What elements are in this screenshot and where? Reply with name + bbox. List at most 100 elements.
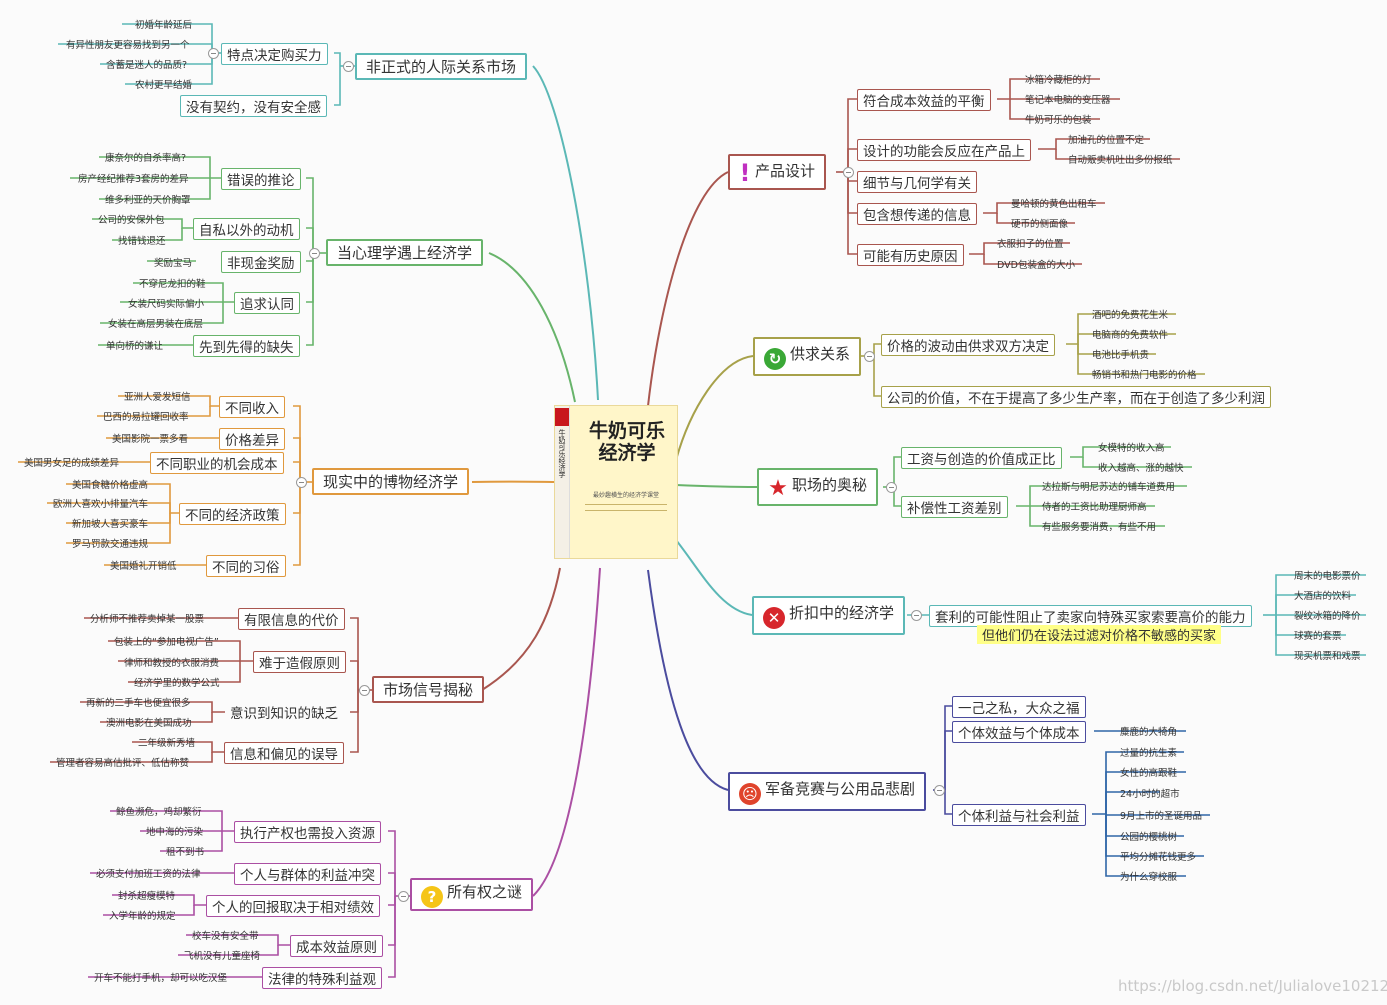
- subtopic[interactable]: 法律的特殊利益观: [262, 967, 382, 989]
- collapse-toggle[interactable]: [911, 610, 922, 621]
- subtopic[interactable]: 没有契约，没有安全感: [180, 95, 327, 117]
- leaf: 周末的电影票价: [1294, 571, 1361, 582]
- collapse-toggle[interactable]: [343, 61, 354, 72]
- subtopic[interactable]: 设计的功能会反应在产品上: [857, 139, 1031, 161]
- subtopic[interactable]: 个人与群体的利益冲突: [234, 863, 381, 885]
- leaf: 球赛的套票: [1294, 631, 1342, 642]
- leaf: 不穿尼龙扣的鞋: [139, 279, 206, 290]
- subtopic[interactable]: 公司的价值，不在于提高了多少生产率，而在于创造了多少利润: [881, 386, 1271, 408]
- subtopic[interactable]: 成本效益原则: [290, 935, 383, 957]
- subtopic[interactable]: 不同的习俗: [206, 555, 286, 577]
- leaf: 含蓄是迷人的品质?: [106, 60, 188, 71]
- leaf: 房产经纪推荐3套房的差异: [78, 174, 189, 185]
- leaf: 欧洲人喜欢小排量汽车: [53, 499, 149, 510]
- central-book-cover: 牛奶可乐经济学 牛奶可乐经济学 最妙趣横生的经济学课堂: [554, 405, 678, 559]
- leaf: 大酒店的饮料: [1294, 591, 1352, 602]
- leaf: 美国食糖价格虚高: [72, 480, 149, 491]
- subtopic[interactable]: 错误的推论: [221, 168, 301, 190]
- subtopic[interactable]: 个体效益与个体成本: [952, 721, 1086, 743]
- watermark: https://blog.csdn.net/Julialove102123: [1118, 977, 1387, 995]
- divider: [585, 510, 667, 511]
- leaf: 校车没有安全带: [192, 931, 259, 942]
- subtopic[interactable]: 一己之私，大众之福: [952, 696, 1086, 718]
- collapse-toggle[interactable]: [359, 685, 370, 696]
- subtopic[interactable]: 可能有历史原因: [857, 244, 964, 266]
- subtopic[interactable]: 工资与创造的价值成正比: [901, 447, 1062, 469]
- leaf: 麋鹿的大犄角: [1120, 727, 1178, 738]
- subtopic[interactable]: 执行产权也需投入资源: [234, 821, 381, 843]
- leaf: 飞机没有儿童座椅: [184, 951, 261, 962]
- subtopic[interactable]: 难于造假原则: [253, 651, 346, 673]
- leaf: 康奈尔的自杀率高?: [105, 153, 187, 164]
- topic-product[interactable]: !产品设计: [728, 154, 827, 190]
- leaf: 达拉斯与明尼苏达的铺车道费用: [1042, 482, 1176, 493]
- subtopic[interactable]: 追求认同: [234, 292, 300, 314]
- subtopic[interactable]: 信息和偏见的误导: [224, 742, 344, 764]
- collapse-toggle[interactable]: [934, 785, 945, 796]
- leaf: 加油孔的位置不定: [1068, 135, 1145, 146]
- subtopic[interactable]: 补偿性工资差别: [901, 496, 1008, 518]
- leaf: 女装尺码实际偏小: [128, 299, 205, 310]
- highlight-note: 但他们仍在设法过滤对价格不敏感的买家: [977, 625, 1222, 644]
- leaf: DVD包装盒的大小: [997, 260, 1075, 271]
- topic-arms-race[interactable]: ☹军备竞赛与公用品悲剧: [728, 772, 927, 811]
- subtopic[interactable]: 不同职业的机会成本: [150, 452, 284, 474]
- subtopic[interactable]: 符合成本效益的平衡: [857, 89, 991, 111]
- topic-ownership[interactable]: ?所有权之谜: [410, 878, 534, 911]
- leaf: 经济学里的数学公式: [134, 678, 220, 689]
- book-title: 牛奶可乐经济学: [588, 420, 665, 464]
- leaf: 硬币的侧面像: [1011, 219, 1069, 230]
- collapse-toggle[interactable]: [296, 477, 307, 488]
- leaf: 女装在高层男装在底层: [108, 319, 204, 330]
- topic-discount-label: 折扣中的经济学: [789, 604, 895, 622]
- refresh-icon: ↻: [764, 348, 786, 370]
- subtopic[interactable]: 先到先得的缺失: [193, 335, 300, 357]
- topic-workplace[interactable]: ★职场的奥秘: [757, 468, 879, 506]
- topic-supply[interactable]: ↻供求关系: [753, 337, 862, 376]
- leaf: 冰箱冷藏柜的灯: [1025, 75, 1092, 86]
- subtopic[interactable]: 自私以外的动机: [193, 218, 300, 240]
- topic-museum[interactable]: 现实中的博物经济学: [312, 468, 470, 495]
- subtopic[interactable]: 有限信息的代价: [238, 608, 345, 630]
- topic-product-label: 产品设计: [755, 162, 816, 180]
- leaf: 包装上的“参加电视广告”: [114, 637, 219, 648]
- subtopic[interactable]: 不同的经济政策: [179, 503, 286, 525]
- leaf: 二年级新秀墙: [138, 738, 196, 749]
- leaf: 24小时的超市: [1120, 789, 1180, 800]
- collapse-toggle[interactable]: [398, 891, 409, 902]
- collapse-toggle[interactable]: [208, 48, 219, 59]
- topic-signal[interactable]: 市场信号揭秘: [372, 676, 485, 703]
- leaf: 再新的二手车也便宜很多: [86, 698, 191, 709]
- subtopic[interactable]: 个体利益与社会利益: [952, 804, 1086, 826]
- publisher-logo: [555, 408, 569, 426]
- subtopic[interactable]: 价格的波动由供求双方决定: [881, 334, 1055, 356]
- topic-psychology[interactable]: 当心理学遇上经济学: [326, 239, 484, 266]
- topic-discount[interactable]: ✕折扣中的经济学: [752, 596, 906, 635]
- subtopic[interactable]: 非现金奖励: [221, 251, 301, 273]
- subtopic[interactable]: 价格差异: [219, 428, 285, 450]
- leaf: 自动贩卖机吐出多份报纸: [1068, 155, 1173, 166]
- collapse-toggle[interactable]: [886, 482, 897, 493]
- collapse-toggle[interactable]: [864, 351, 875, 362]
- leaf: 曼哈顿的黄色出租车: [1011, 199, 1097, 210]
- leaf: 美国影院一票多看: [112, 434, 189, 445]
- leaf: 入学年龄的规定: [109, 911, 176, 922]
- leaf: 找错钱退还: [118, 236, 166, 247]
- subtopic[interactable]: 包含想传递的信息: [857, 203, 977, 225]
- leaf: 维多利亚的天价胸罩: [105, 195, 191, 206]
- collapse-toggle[interactable]: [843, 167, 854, 178]
- subtopic[interactable]: 不同收入: [219, 396, 285, 418]
- subtopic[interactable]: 特点决定购买力: [221, 43, 328, 65]
- collapse-toggle[interactable]: [309, 248, 320, 259]
- book-spine: 牛奶可乐经济学: [555, 406, 570, 558]
- subtopic[interactable]: 套利的可能性阻止了卖家向特殊买家索要高价的能力: [929, 605, 1252, 627]
- leaf: 巴西的易拉罐回收率: [103, 412, 189, 423]
- subtopic[interactable]: 细节与几何学有关: [857, 171, 977, 193]
- subtopic[interactable]: 个人的回报取决于相对绩效: [206, 895, 380, 917]
- leaf: 电池比手机贵: [1092, 350, 1150, 361]
- topic-market[interactable]: 非正式的人际关系市场: [355, 53, 528, 80]
- leaf: 美国男女足的成绩差异: [24, 458, 120, 469]
- book-subtitle: 最妙趣横生的经济学课堂: [592, 492, 659, 499]
- subtopic[interactable]: 意识到知识的缺乏: [230, 706, 338, 722]
- leaf: 亚洲人爱发短信: [124, 392, 191, 403]
